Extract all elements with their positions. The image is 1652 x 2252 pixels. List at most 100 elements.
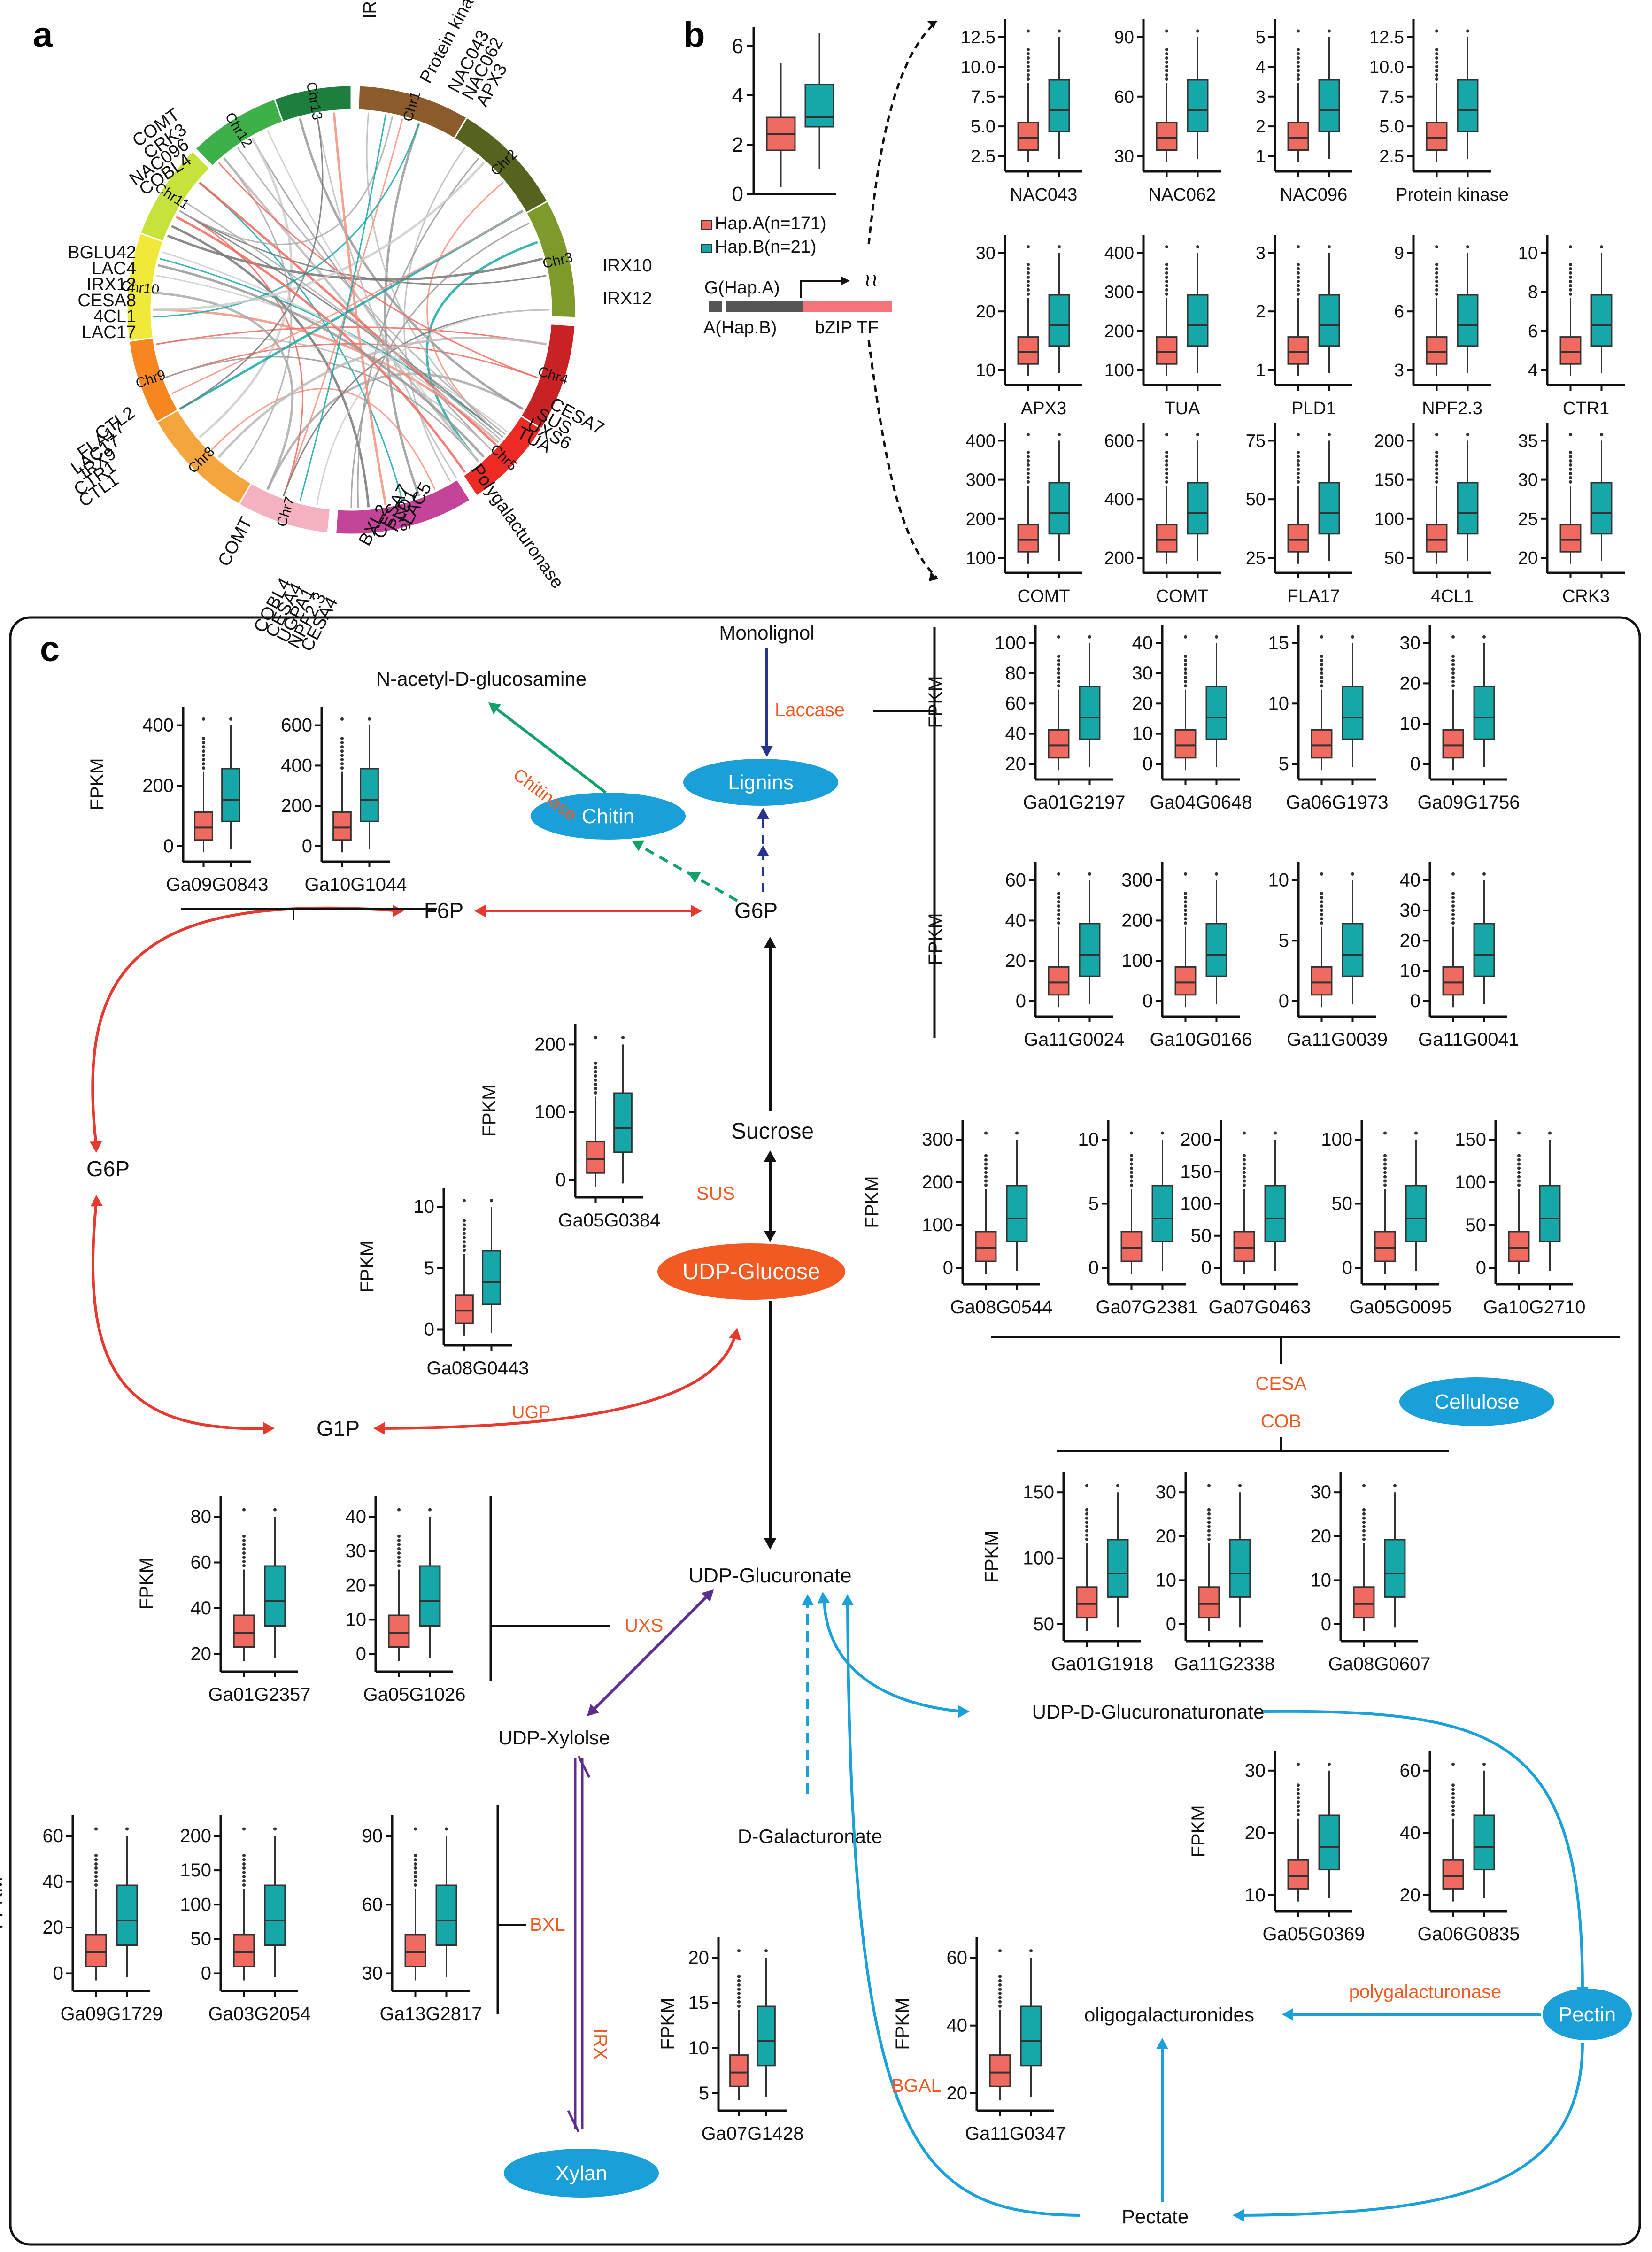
gene-label: LAC17 (82, 323, 136, 342)
legend-hap-b: Hap.B(n=21) (715, 237, 817, 257)
dashed-arrow-up (867, 20, 938, 245)
tick-label: 10 (414, 1196, 435, 1217)
tick-label: 300 (922, 1129, 953, 1150)
tick-label: 100 (534, 1102, 566, 1123)
tick-label: 400 (281, 755, 312, 776)
hap-b-box (1079, 686, 1101, 740)
node-chitin (531, 793, 686, 840)
tick-label: 2 (1256, 117, 1266, 137)
tick-label: 200 (1374, 431, 1404, 451)
tick-label: 30 (1245, 1760, 1266, 1781)
node-lignins (683, 759, 838, 806)
tick-label: 150 (1180, 1161, 1212, 1182)
tick-label: 0 (1143, 754, 1153, 774)
hap-b-box (1539, 1185, 1561, 1242)
plot-gene-label: Ga08G0607 (1328, 1654, 1431, 1674)
tick-label: 6 (732, 35, 743, 58)
tick-label: 60 (1005, 693, 1027, 714)
tick-label: 200 (1104, 322, 1134, 341)
tick-label: 12.5 (1369, 28, 1404, 47)
hap-a-box (1048, 729, 1070, 759)
hap-b-box (1457, 79, 1479, 132)
tick-label: 0 (302, 836, 312, 856)
plot-gene-label: NAC043 (1010, 185, 1078, 205)
tick-label: 20 (1400, 1885, 1421, 1905)
tick-label: 2 (1256, 302, 1266, 322)
gene-model-top: G(Hap.A) (704, 278, 780, 298)
tick-label: 10 (1268, 870, 1289, 891)
plot-gene-label: Ga07G2381 (1096, 1297, 1198, 1318)
tick-label: 75 (1246, 431, 1266, 451)
hap-a-box (1287, 122, 1309, 151)
hap-b-box (360, 768, 379, 822)
hap-b-box (1473, 686, 1495, 740)
tick-label: 200 (142, 775, 174, 796)
tick-label: 40 (947, 2015, 968, 2036)
plot-gene-label: COMT (1018, 586, 1070, 606)
tick-label: 40 (1132, 633, 1153, 654)
tick-label: 0 (556, 1170, 566, 1190)
plot-gene-label: FLA17 (1288, 586, 1340, 606)
node-udpdglucuronaturonate: UDP-D-Glucuronaturonate (1032, 1701, 1265, 1723)
synteny-link (164, 356, 479, 463)
tick-label: 25 (1518, 509, 1538, 529)
tick-label: 20 (1132, 693, 1153, 714)
hap-a-box (85, 1934, 107, 1967)
tick-label: 20 (1005, 754, 1027, 774)
gene-label: COMT (214, 514, 256, 570)
hap-a-box (1442, 729, 1464, 759)
node-chitin-label: Chitin (582, 805, 635, 828)
legend-swatch-hap-a (701, 220, 712, 230)
tick-label: 30 (1518, 470, 1538, 490)
tick-label: 30 (1400, 900, 1421, 921)
hap-b-box (1205, 923, 1227, 977)
tick-label: 40 (346, 1506, 367, 1527)
tick-label: 6 (1394, 302, 1404, 322)
node-cellulose (1399, 1377, 1554, 1426)
plot-gene-label: Protein kinase (1396, 185, 1509, 205)
tick-label: 0 (53, 1963, 63, 1984)
hap-a-box (1311, 729, 1333, 759)
plot-gene-label: 4CL1 (1431, 586, 1474, 606)
tick-label: 30 (362, 1963, 383, 1984)
gene-label: IRX10 (602, 256, 652, 276)
hap-a-box (1426, 336, 1448, 365)
tick-label: 10 (1400, 961, 1421, 981)
synteny-link (350, 222, 530, 509)
pathway-arrow (593, 1595, 708, 1711)
hap-b-box (1590, 482, 1613, 535)
hap-b-box (613, 1092, 633, 1153)
y-axis-label: FPKM (981, 1530, 1002, 1582)
tick-label: 30 (976, 243, 996, 263)
hap-b-box (1187, 294, 1209, 347)
tick-label: 200 (534, 1034, 566, 1055)
hap-a-box (1508, 1231, 1530, 1262)
tick-label: 40 (1400, 1822, 1421, 1843)
hap-b-box (1229, 1539, 1251, 1598)
hap-b-box (1318, 294, 1340, 347)
tick-label: 5.0 (1379, 117, 1404, 137)
tick-label: 300 (1104, 283, 1134, 302)
plot-gene-label: Ga11G0041 (1418, 1029, 1519, 1050)
hap-b-box (1048, 79, 1070, 132)
node-pectin (1543, 1989, 1632, 2040)
plot-gene-label: Ga11G0039 (1287, 1029, 1388, 1050)
tick-label: 150 (1455, 1129, 1486, 1150)
hap-a-box (729, 2054, 749, 2087)
hap-a-box (1174, 966, 1197, 996)
synteny-link (210, 388, 436, 490)
node-g6p-top: G6P (734, 898, 778, 923)
synteny-link (316, 115, 457, 478)
